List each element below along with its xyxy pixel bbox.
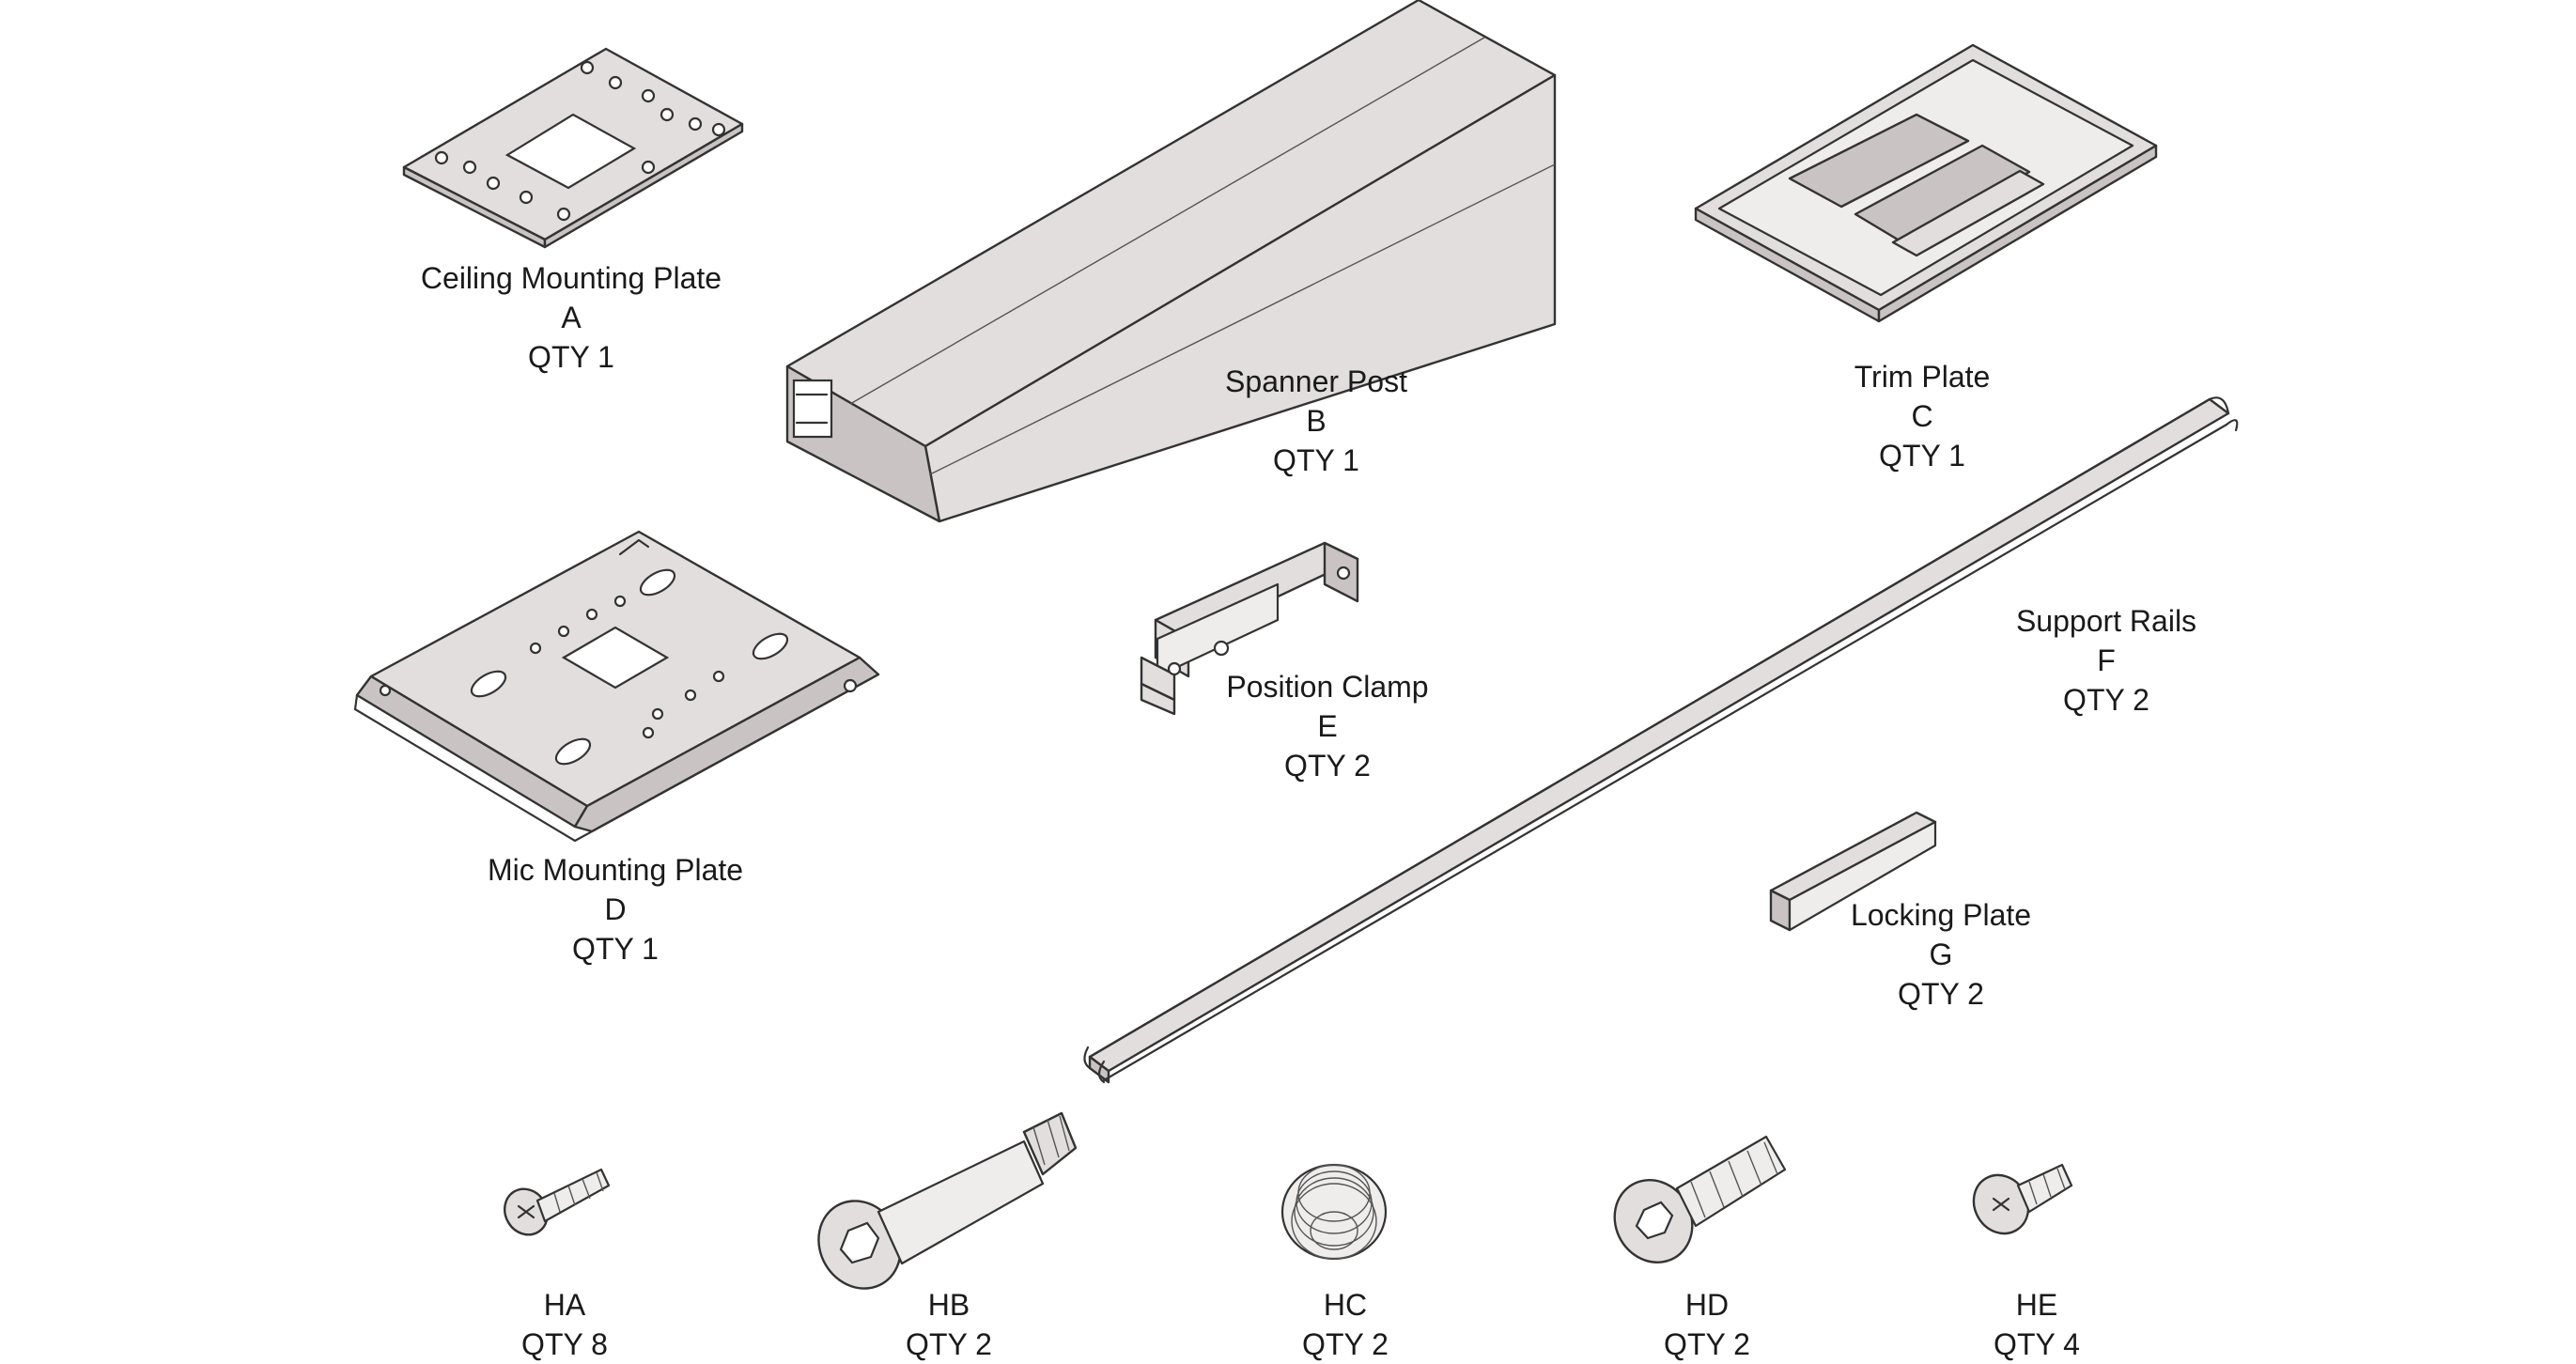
- part-name: Spanner Post: [1225, 364, 1407, 398]
- trim-plate-drawing: [1694, 43, 2158, 323]
- hardware-qty: QTY 2: [1302, 1327, 1389, 1361]
- part-code: A: [561, 301, 582, 334]
- hardware-code: HB: [927, 1288, 970, 1322]
- label-trim-plate: Trim Plate C QTY 1: [1854, 357, 1991, 475]
- part-qty: QTY 2: [2063, 683, 2149, 717]
- mic-mounting-plate-drawing: [353, 530, 880, 843]
- ceiling-mounting-plate-drawing: [402, 47, 744, 249]
- label-hardware-he: HE QTY 4: [1994, 1285, 2080, 1364]
- part-code: G: [1929, 938, 1953, 971]
- support-rails-drawing: [1083, 396, 2239, 1084]
- spanner-post-drawing: [785, 0, 1557, 523]
- part-code: E: [1317, 709, 1338, 743]
- part-name: Mic Mounting Plate: [487, 853, 744, 887]
- label-locking-plate: Locking Plate G QTY 2: [1851, 895, 2031, 1014]
- part-code: F: [2097, 643, 2116, 677]
- hardware-code: HC: [1323, 1288, 1368, 1322]
- hardware-qty: QTY 8: [521, 1327, 608, 1361]
- part-qty: QTY 2: [1284, 749, 1371, 783]
- label-hardware-hc: HC QTY 2: [1302, 1285, 1389, 1364]
- hardware-code: HA: [543, 1288, 586, 1322]
- part-qty: QTY 1: [1273, 443, 1359, 477]
- part-qty: QTY 1: [528, 340, 614, 374]
- cap-screw-hd-drawing: [1613, 1135, 1787, 1264]
- hardware-qty: QTY 4: [1994, 1327, 2080, 1361]
- locking-plate-drawing: [1769, 811, 1937, 932]
- hardware-qty: QTY 2: [906, 1327, 992, 1361]
- part-name: Position Clamp: [1226, 670, 1429, 704]
- hardware-qty: QTY 2: [1664, 1327, 1750, 1361]
- shoulder-bolt-hb-drawing: [817, 1111, 1078, 1290]
- part-qty: QTY 1: [1879, 439, 1965, 473]
- part-code: B: [1306, 404, 1327, 438]
- part-qty: QTY 1: [572, 932, 659, 966]
- label-hardware-ha: HA QTY 8: [521, 1285, 608, 1364]
- label-ceiling-mounting-plate: Ceiling Mounting Plate A QTY 1: [421, 258, 722, 377]
- part-qty: QTY 2: [1898, 977, 1984, 1011]
- position-clamp-drawing: [1140, 541, 1359, 716]
- part-code: C: [1911, 399, 1933, 433]
- part-name: Locking Plate: [1850, 898, 2032, 932]
- part-name: Support Rails: [2015, 604, 2197, 638]
- pan-screw-he-drawing: [1972, 1163, 2073, 1235]
- label-hardware-hb: HB QTY 2: [906, 1285, 992, 1364]
- coil-insert-hc-drawing: [1280, 1163, 1388, 1261]
- label-hardware-hd: HD QTY 2: [1664, 1285, 1750, 1364]
- screw-ha-drawing: [504, 1168, 611, 1236]
- label-support-rails: Support Rails F QTY 2: [2016, 601, 2196, 720]
- hardware-code: HE: [2015, 1288, 2058, 1322]
- label-mic-mounting-plate: Mic Mounting Plate D QTY 1: [488, 850, 743, 969]
- part-code: D: [604, 892, 627, 926]
- label-position-clamp: Position Clamp E QTY 2: [1226, 667, 1428, 785]
- part-name: Trim Plate: [1854, 360, 1991, 394]
- part-name: Ceiling Mounting Plate: [420, 261, 722, 295]
- hardware-code: HD: [1684, 1288, 1730, 1322]
- label-spanner-post: Spanner Post B QTY 1: [1225, 362, 1407, 480]
